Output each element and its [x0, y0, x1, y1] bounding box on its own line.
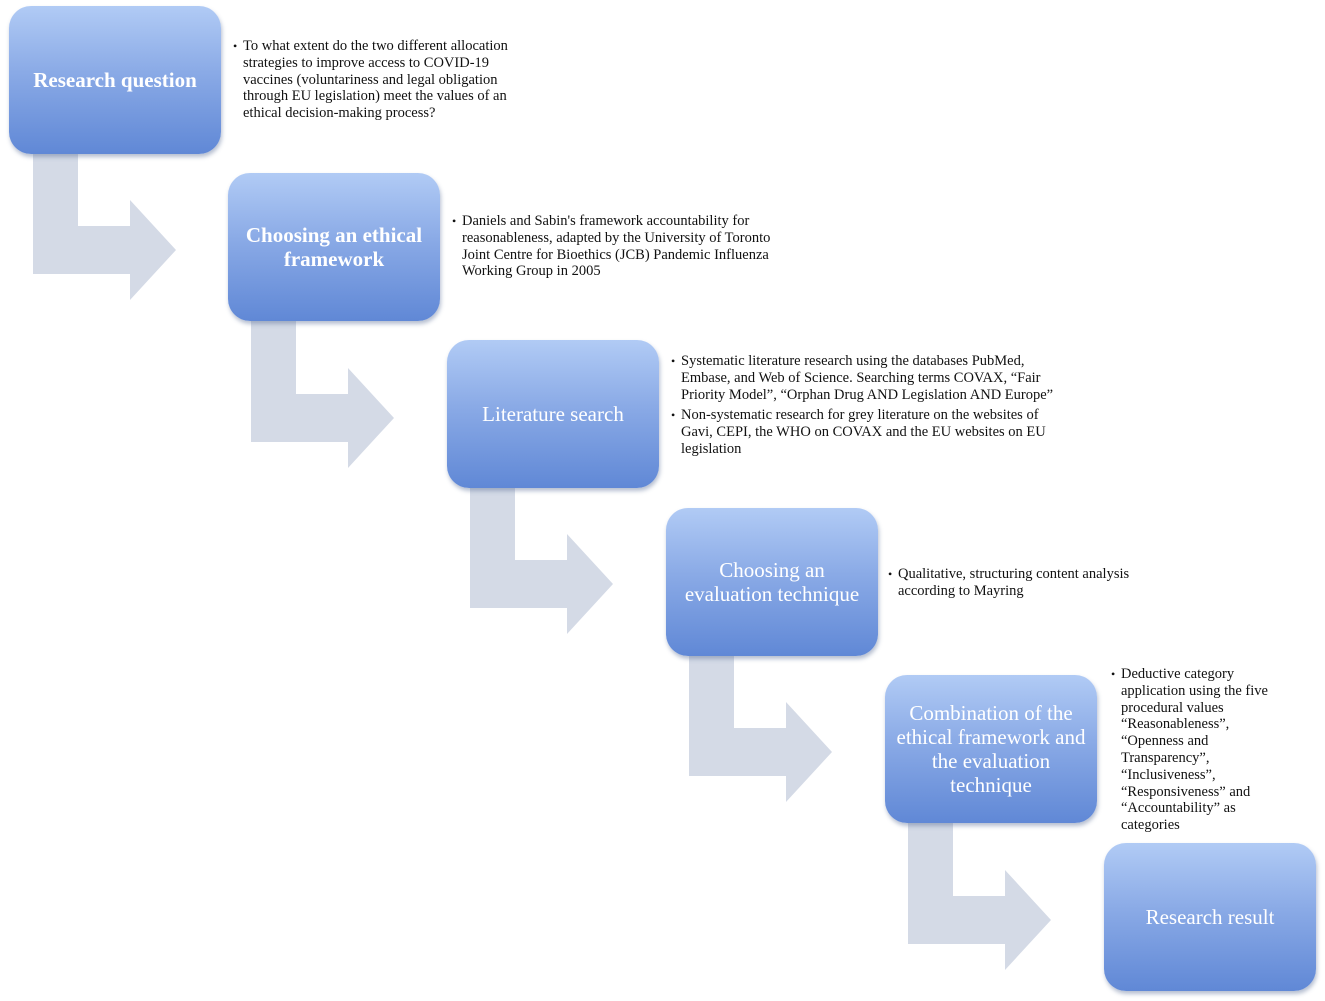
step-description-combination: Deductive category application using the…: [1111, 666, 1269, 834]
step-description-research-question: To what extent do the two different allo…: [233, 38, 538, 122]
bullet-item: To what extent do the two different allo…: [233, 38, 538, 122]
connector-arrow-4: [689, 652, 832, 802]
step-description-evaluation-technique: Qualitative, structuring content analysi…: [888, 566, 1158, 600]
step-box-combination: Combination of the ethical framework and…: [885, 675, 1097, 823]
step-title: Literature search: [482, 402, 624, 426]
step-title: Choosing an evaluation technique: [684, 558, 860, 606]
step-box-choosing-ethical-framework: Choosing an ethical framework: [228, 173, 440, 321]
bullet-item: Systematic literature research using the…: [671, 353, 1056, 403]
step-title: Research question: [33, 68, 197, 92]
step-title: Combination of the ethical framework and…: [896, 701, 1086, 797]
bullet-item: Deductive category application using the…: [1111, 666, 1269, 834]
connector-arrow-2: [251, 318, 394, 468]
bullet-item: Daniels and Sabin's framework accountabi…: [452, 213, 782, 280]
step-description-ethical-framework: Daniels and Sabin's framework accountabi…: [452, 213, 782, 280]
step-title: Research result: [1145, 905, 1275, 929]
step-box-literature-search: Literature search: [447, 340, 659, 488]
bullet-item: Qualitative, structuring content analysi…: [888, 566, 1158, 600]
connector-arrow-1: [33, 150, 176, 300]
connector-arrow-3: [470, 484, 613, 634]
step-box-evaluation-technique: Choosing an evaluation technique: [666, 508, 878, 656]
step-description-literature-search: Systematic literature research using the…: [671, 353, 1056, 458]
step-box-research-result: Research result: [1104, 843, 1316, 991]
step-box-research-question: Research question: [9, 6, 221, 154]
arrow-group: [33, 150, 1051, 970]
step-title: Choosing an ethical framework: [245, 223, 423, 271]
connector-arrow-5: [908, 820, 1051, 970]
bullet-item: Non-systematic research for grey literat…: [671, 407, 1056, 457]
